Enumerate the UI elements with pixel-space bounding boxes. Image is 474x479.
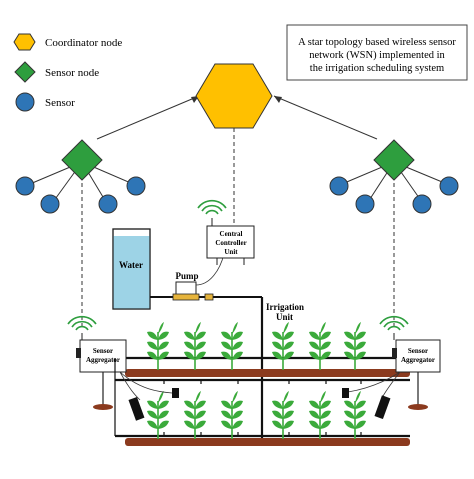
pump — [175, 281, 197, 296]
right-sensor-3 — [412, 194, 432, 214]
legend-coordinator-label: Coordinator node — [45, 37, 122, 49]
coordinator-legend-icon — [13, 33, 36, 51]
right-sensor-1 — [329, 176, 349, 196]
plant — [272, 322, 294, 384]
left-aggregator-signal-icon — [67, 315, 97, 331]
left-aggregator-label-1: Sensor — [93, 347, 113, 355]
right-aggregator-label-1: Sensor — [408, 347, 428, 355]
right-sensor-aggregator: Sensor Aggregator — [342, 315, 441, 420]
right-aggregator-label-2: Aggregator — [401, 356, 435, 364]
water-tank: Water — [112, 228, 151, 310]
caption-line-2: network (WSN) implemented in — [309, 50, 445, 61]
caption-line-3: the irrigation scheduling system — [310, 63, 444, 74]
right-aggregator-signal-icon — [379, 315, 409, 331]
coordinator-node — [195, 63, 273, 129]
pump-label: Pump — [175, 271, 198, 281]
plant — [147, 322, 169, 384]
irrigation-label-2: Unit — [276, 312, 293, 322]
left-sensor-aggregator: Sensor Aggregator — [67, 315, 179, 421]
plant — [309, 322, 331, 384]
legend: Coordinator node Sensor node Sensor — [13, 33, 122, 112]
water-label: Water — [119, 260, 143, 270]
central-label-3: Unit — [224, 248, 238, 256]
left-sensor-1 — [15, 176, 35, 196]
sensor-legend-icon — [15, 92, 35, 112]
central-label-2: Controller — [215, 239, 246, 247]
right-sensor-4 — [439, 176, 459, 196]
plants — [147, 322, 366, 439]
controller-signal-icon — [197, 199, 227, 215]
left-sensor-2 — [40, 194, 60, 214]
plant — [344, 322, 366, 384]
caption-box: A star topology based wireless sensor ne… — [286, 24, 468, 81]
plant — [147, 391, 169, 439]
central-label-1: Central — [220, 230, 243, 238]
plant — [221, 322, 243, 384]
plant — [309, 391, 331, 439]
soil-rows — [125, 369, 410, 446]
left-sensor-4 — [126, 176, 146, 196]
legend-sensor-label: Sensor — [45, 97, 75, 109]
left-aggregator-label-2: Aggregator — [86, 356, 120, 364]
plant — [184, 322, 206, 384]
pump-system: Pump — [150, 253, 262, 301]
legend-sensor-node-label: Sensor node — [45, 67, 99, 79]
left-sensor-node — [61, 139, 103, 181]
left-sensor-cluster — [15, 139, 146, 330]
central-controller: Central Controller Unit — [197, 199, 255, 265]
plant — [344, 391, 366, 439]
caption-line-1: A star topology based wireless sensor — [298, 37, 456, 48]
irrigation-label-1: Irrigation — [266, 302, 304, 312]
plant — [272, 391, 294, 439]
right-sensor-2 — [355, 194, 375, 214]
right-sensor-node — [373, 139, 415, 181]
plant — [184, 391, 206, 439]
left-sensor-3 — [98, 194, 118, 214]
right-sensor-cluster — [329, 139, 459, 330]
sensor-node-legend-icon — [14, 61, 36, 83]
plant — [221, 391, 243, 439]
